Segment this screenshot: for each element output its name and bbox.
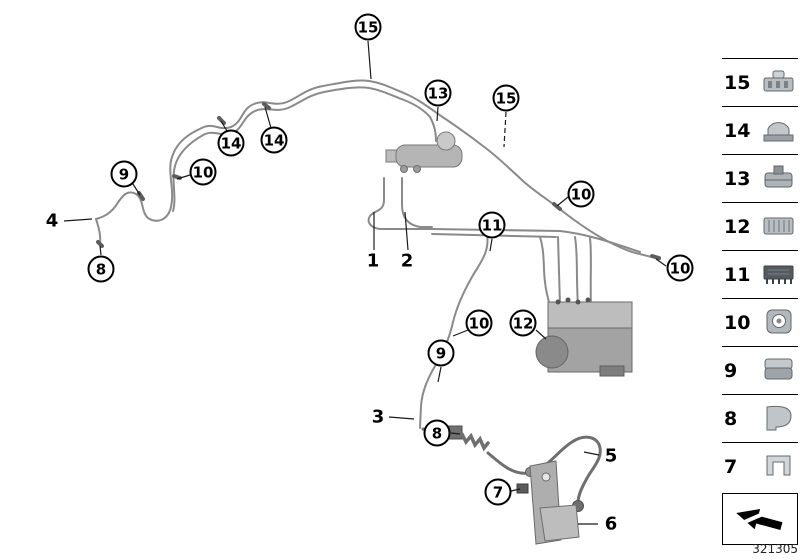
brake-pipes xyxy=(95,79,661,429)
legend-item-7[interactable]: 7 xyxy=(722,442,798,490)
legend-item-15[interactable]: 15 xyxy=(722,58,798,106)
clip-part-icon-14 xyxy=(762,114,796,148)
callout-15-right[interactable]: 15 xyxy=(492,84,520,112)
clip-part-icon-7 xyxy=(762,450,796,484)
label-4[interactable]: 4 xyxy=(45,210,59,232)
brake-hose xyxy=(421,425,602,512)
legend-number-14: 14 xyxy=(724,119,751,142)
label-5[interactable]: 5 xyxy=(604,445,618,467)
clip-part-icon-9 xyxy=(762,354,796,388)
clip-part-icon-8 xyxy=(762,402,796,436)
legend-number-12: 12 xyxy=(724,215,751,238)
legend-item-12[interactable]: 12 xyxy=(722,202,798,250)
legend-item-14[interactable]: 14 xyxy=(722,106,798,154)
abs-unit xyxy=(535,297,633,377)
legend-item-13[interactable]: 13 xyxy=(722,154,798,202)
legend-item-9[interactable]: 9 xyxy=(722,346,798,394)
callout-10-upper-right[interactable]: 10 xyxy=(567,180,595,208)
clip-part-icon-10 xyxy=(762,306,796,340)
callout-8-left[interactable]: 8 xyxy=(87,255,115,283)
legend-number-8: 8 xyxy=(724,407,738,430)
direction-arrow-icon xyxy=(729,497,791,541)
leader-lines xyxy=(63,40,667,525)
callout-13[interactable]: 13 xyxy=(424,79,452,107)
callout-9-left[interactable]: 9 xyxy=(110,160,138,188)
callout-10-far-right[interactable]: 10 xyxy=(666,254,694,282)
callout-11[interactable]: 11 xyxy=(478,211,506,239)
callout-7[interactable]: 7 xyxy=(484,478,512,506)
legend-item-11[interactable]: 11 xyxy=(722,250,798,298)
mounting-bracket xyxy=(516,460,580,545)
legend-number-15: 15 xyxy=(724,71,751,94)
legend-number-13: 13 xyxy=(724,167,751,190)
direction-arrow-box xyxy=(722,493,798,545)
clip-part-icon-11 xyxy=(762,258,796,292)
callout-9-center[interactable]: 9 xyxy=(427,339,455,367)
callout-10-left[interactable]: 10 xyxy=(189,158,217,186)
callout-8-lower[interactable]: 8 xyxy=(423,419,451,447)
legend-number-9: 9 xyxy=(724,359,738,382)
legend-item-10[interactable]: 10 xyxy=(722,298,798,346)
legend-item-8[interactable]: 8 xyxy=(722,394,798,442)
callout-10-center[interactable]: 10 xyxy=(465,309,493,337)
legend-number-11: 11 xyxy=(724,263,751,286)
legend-number-10: 10 xyxy=(724,311,751,334)
label-6[interactable]: 6 xyxy=(604,513,618,535)
parts-legend: 15 14 13 12 11 xyxy=(722,58,798,545)
callout-14-right[interactable]: 14 xyxy=(260,126,288,154)
legend-number-7: 7 xyxy=(724,455,738,478)
clip-part-icon-12 xyxy=(762,210,796,244)
label-3[interactable]: 3 xyxy=(371,406,385,428)
callout-12[interactable]: 12 xyxy=(509,309,537,337)
drawing-number: 321305 xyxy=(752,542,798,556)
clip-part-icon-13 xyxy=(762,162,796,196)
clip-part-icon-15 xyxy=(762,66,796,100)
label-1[interactable]: 1 xyxy=(366,250,380,272)
label-2[interactable]: 2 xyxy=(400,250,414,272)
callout-14-left[interactable]: 14 xyxy=(217,129,245,157)
callout-15-top[interactable]: 15 xyxy=(354,13,382,41)
master-cylinder xyxy=(385,131,463,173)
